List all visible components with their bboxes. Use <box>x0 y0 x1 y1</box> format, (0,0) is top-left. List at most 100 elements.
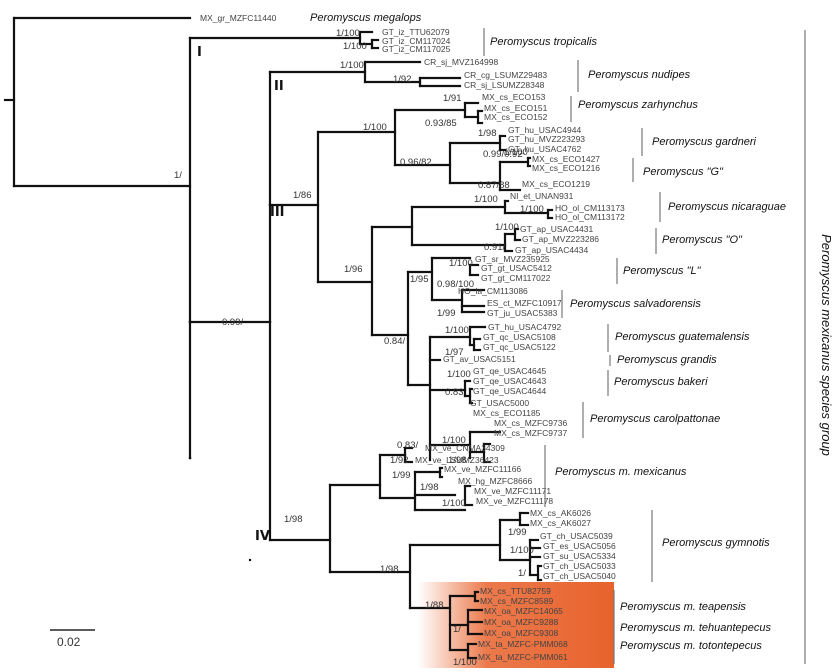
support-value: 1/100 <box>336 28 360 39</box>
support-value: 1/98 <box>448 455 467 466</box>
group-name: Peromyscus "O" <box>662 234 743 246</box>
tip-label: HO_la_CM113086 <box>458 286 528 296</box>
tip-label: MX_cs_AK6027 <box>530 518 591 528</box>
tip-label: GT_qe_USAC4645 <box>473 366 547 376</box>
clade-label: III <box>270 205 285 220</box>
group-name: Peromyscus bakeri <box>614 376 708 388</box>
tip-label: GT_hu_USAC4944 <box>508 125 582 135</box>
support-value: 0.99/ <box>222 317 243 328</box>
support-value: 1/95 <box>410 274 429 285</box>
tip-label: MX_gr_MZFC11440 <box>200 13 277 23</box>
support-value: 1/86 <box>293 190 312 201</box>
support-value: 1/92 <box>393 74 412 85</box>
group-name: Peromyscus gymnotis <box>662 537 770 549</box>
group-name: Peromyscus nudipes <box>588 69 691 81</box>
tip-label: MX_cs_ECO152 <box>484 112 548 122</box>
clade-label: IV <box>255 529 270 544</box>
tip-label: GT_USAC5000 <box>470 398 529 408</box>
tip-label: GT_qc_USAC5122 <box>483 342 556 352</box>
group-name: Peromyscus m. teapensis <box>620 601 746 613</box>
tip-label: MX_cs_MZFC8589 <box>480 596 553 606</box>
group-name: Peromyscus tropicalis <box>490 36 597 48</box>
tip-label: MX_ve_CNMA34309 <box>425 443 505 453</box>
tip-label: MX_ve_MZFC11166 <box>444 464 521 474</box>
tip-label: GT_ch_USAC5039 <box>540 531 613 541</box>
tree-branches <box>3 16 554 660</box>
tip-label: MX_cs_TTU82759 <box>480 586 551 596</box>
support-value: 1/ <box>453 624 461 635</box>
support-value: 1/100 <box>445 325 469 336</box>
support-value: 1/92 <box>390 455 409 466</box>
group-name: Peromyscus salvadorensis <box>570 298 701 310</box>
tip-label: GT_av_USAC5151 <box>443 354 516 364</box>
support-value: 0.83 <box>445 387 464 398</box>
tip-label: MX_ta_MZFC-PMM068 <box>478 639 568 649</box>
group-name: Peromyscus zarhynchus <box>578 99 698 111</box>
group-name: Peromyscus carolpattonae <box>590 413 720 425</box>
tip-label: MX_hg_MZFC8666 <box>458 476 532 486</box>
tip-label: GT_es_USAC5056 <box>543 541 616 551</box>
tip-label: ES_ct_MZFC10917 <box>487 298 562 308</box>
tip-label: MX_ve_MZFC11178 <box>476 496 553 506</box>
tip-label: GT_gt_CM117022 <box>481 273 551 283</box>
support-value: 1/100 <box>510 545 534 556</box>
group-name: Peromyscus "G" <box>643 166 724 178</box>
tip-label: MX_ve_LSUMZ36423 <box>415 455 499 465</box>
group-name: Peromyscus m. totontepecus <box>620 640 762 652</box>
support-value: 1/100 <box>442 435 466 446</box>
tip-label: GT_su_USAC5334 <box>543 551 616 561</box>
tip-label: GT_ap_USAC4434 <box>515 245 589 255</box>
support-value: 1/100 <box>504 147 528 158</box>
support-value: 1/97 <box>445 347 464 358</box>
support-value: 0.83/ <box>397 440 418 451</box>
tip-label: GT_iz_CM117024 <box>382 36 451 46</box>
tip-label: MX_cs_ECO151 <box>484 103 548 113</box>
tip-label: GT_qc_USAC5108 <box>483 332 556 342</box>
tip-label: GT_qe_USAC4644 <box>473 386 547 396</box>
tip-label: GT_ch_USAC5040 <box>543 571 616 581</box>
support-value: 1/100 <box>343 41 367 52</box>
tip-label: CR_cg_LSUMZ29483 <box>464 70 547 80</box>
tip-label: GT_gt_USAC5412 <box>481 263 552 273</box>
group-name: Peromyscus "L" <box>623 265 702 277</box>
support-value: 1/100 <box>453 657 477 668</box>
support-values: 1/ 0.99/ 1/100 1/100 1/100 1/92 1/86 1/1… <box>174 28 544 668</box>
support-value: 1/100 <box>447 369 471 380</box>
support-value: 1/98 <box>420 482 439 493</box>
tip-label: MX_cs_MZFC9736 <box>494 418 567 428</box>
group-name: Peromyscus m. mexicanus <box>555 466 687 478</box>
group-name: Peromyscus megalops <box>310 12 422 24</box>
tip-label: NI_et_UNAN931 <box>510 191 574 201</box>
tip-label: CR_sj_MVZ164998 <box>424 57 498 67</box>
support-value: 1/98 <box>284 514 303 525</box>
scale-bar-label: 0.02 <box>57 635 81 649</box>
tip-label: MX_cs_MZFC9737 <box>494 428 567 438</box>
tip-label: MX_ve_MZFC11171 <box>474 486 551 496</box>
tip-label: MX_oa_MZFC9308 <box>484 628 558 638</box>
support-value: 0.99/0.92 <box>483 149 523 160</box>
support-value: 1/91 <box>443 93 462 104</box>
support-value: 0.84/ <box>384 336 405 347</box>
tip-label: HO_ol_CM113172 <box>555 212 625 222</box>
support-value: 1/98 <box>478 128 497 139</box>
tip-label: GT_iz_CM117025 <box>382 44 451 54</box>
support-value: 0.98/100 <box>437 279 474 290</box>
support-value: 0.87/88 <box>478 180 510 191</box>
tip-label: MX_cs_AK6026 <box>530 508 591 518</box>
tip-label: GT_hu_USAC4792 <box>488 322 562 332</box>
tip-label: CR_sj_LSUMZ28348 <box>464 80 545 90</box>
support-value: 1/99 <box>437 308 456 319</box>
support-value: 1/99 <box>392 470 411 481</box>
tip-label: GT_qe_USAC4643 <box>473 376 547 386</box>
support-value: 1/100 <box>495 222 519 233</box>
support-value: 1/100 <box>474 194 498 205</box>
support-value: 1/100 <box>449 258 473 269</box>
tip-label: MX_oa_MZFC14065 <box>484 606 563 616</box>
group-name: Peromyscus nicaraguae <box>668 201 786 213</box>
tip-label: GT_ju_USAC5383 <box>487 308 558 318</box>
group-name: Peromyscus grandis <box>617 354 717 366</box>
tip-label: GT_iz_TTU62079 <box>382 27 450 37</box>
tip-label: MX_cs_ECO1427 <box>532 154 600 164</box>
tip-label: GT_ap_MVZ223286 <box>522 234 599 244</box>
support-value: 1/96 <box>344 264 363 275</box>
